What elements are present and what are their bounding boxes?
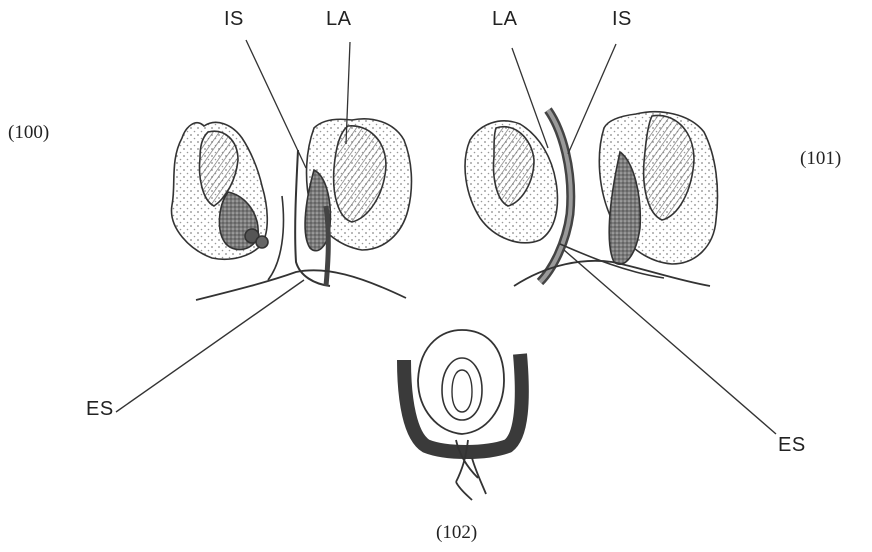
fig100-label-es: ES xyxy=(86,398,114,421)
fig101-label-is: IS xyxy=(612,8,632,31)
figure-102-drawing xyxy=(404,330,522,500)
figure-100-caption: (100) xyxy=(8,122,49,144)
figure-101-caption: (101) xyxy=(800,148,841,170)
figure-100-drawing xyxy=(116,40,411,412)
figure-102-caption: (102) xyxy=(436,522,477,544)
fig100-label-is: IS xyxy=(224,8,244,31)
fig101-label-es: ES xyxy=(778,434,806,457)
fig100-label-la: LA xyxy=(326,8,351,31)
fig101-label-la: LA xyxy=(492,8,517,31)
figure-101-drawing xyxy=(465,44,776,434)
